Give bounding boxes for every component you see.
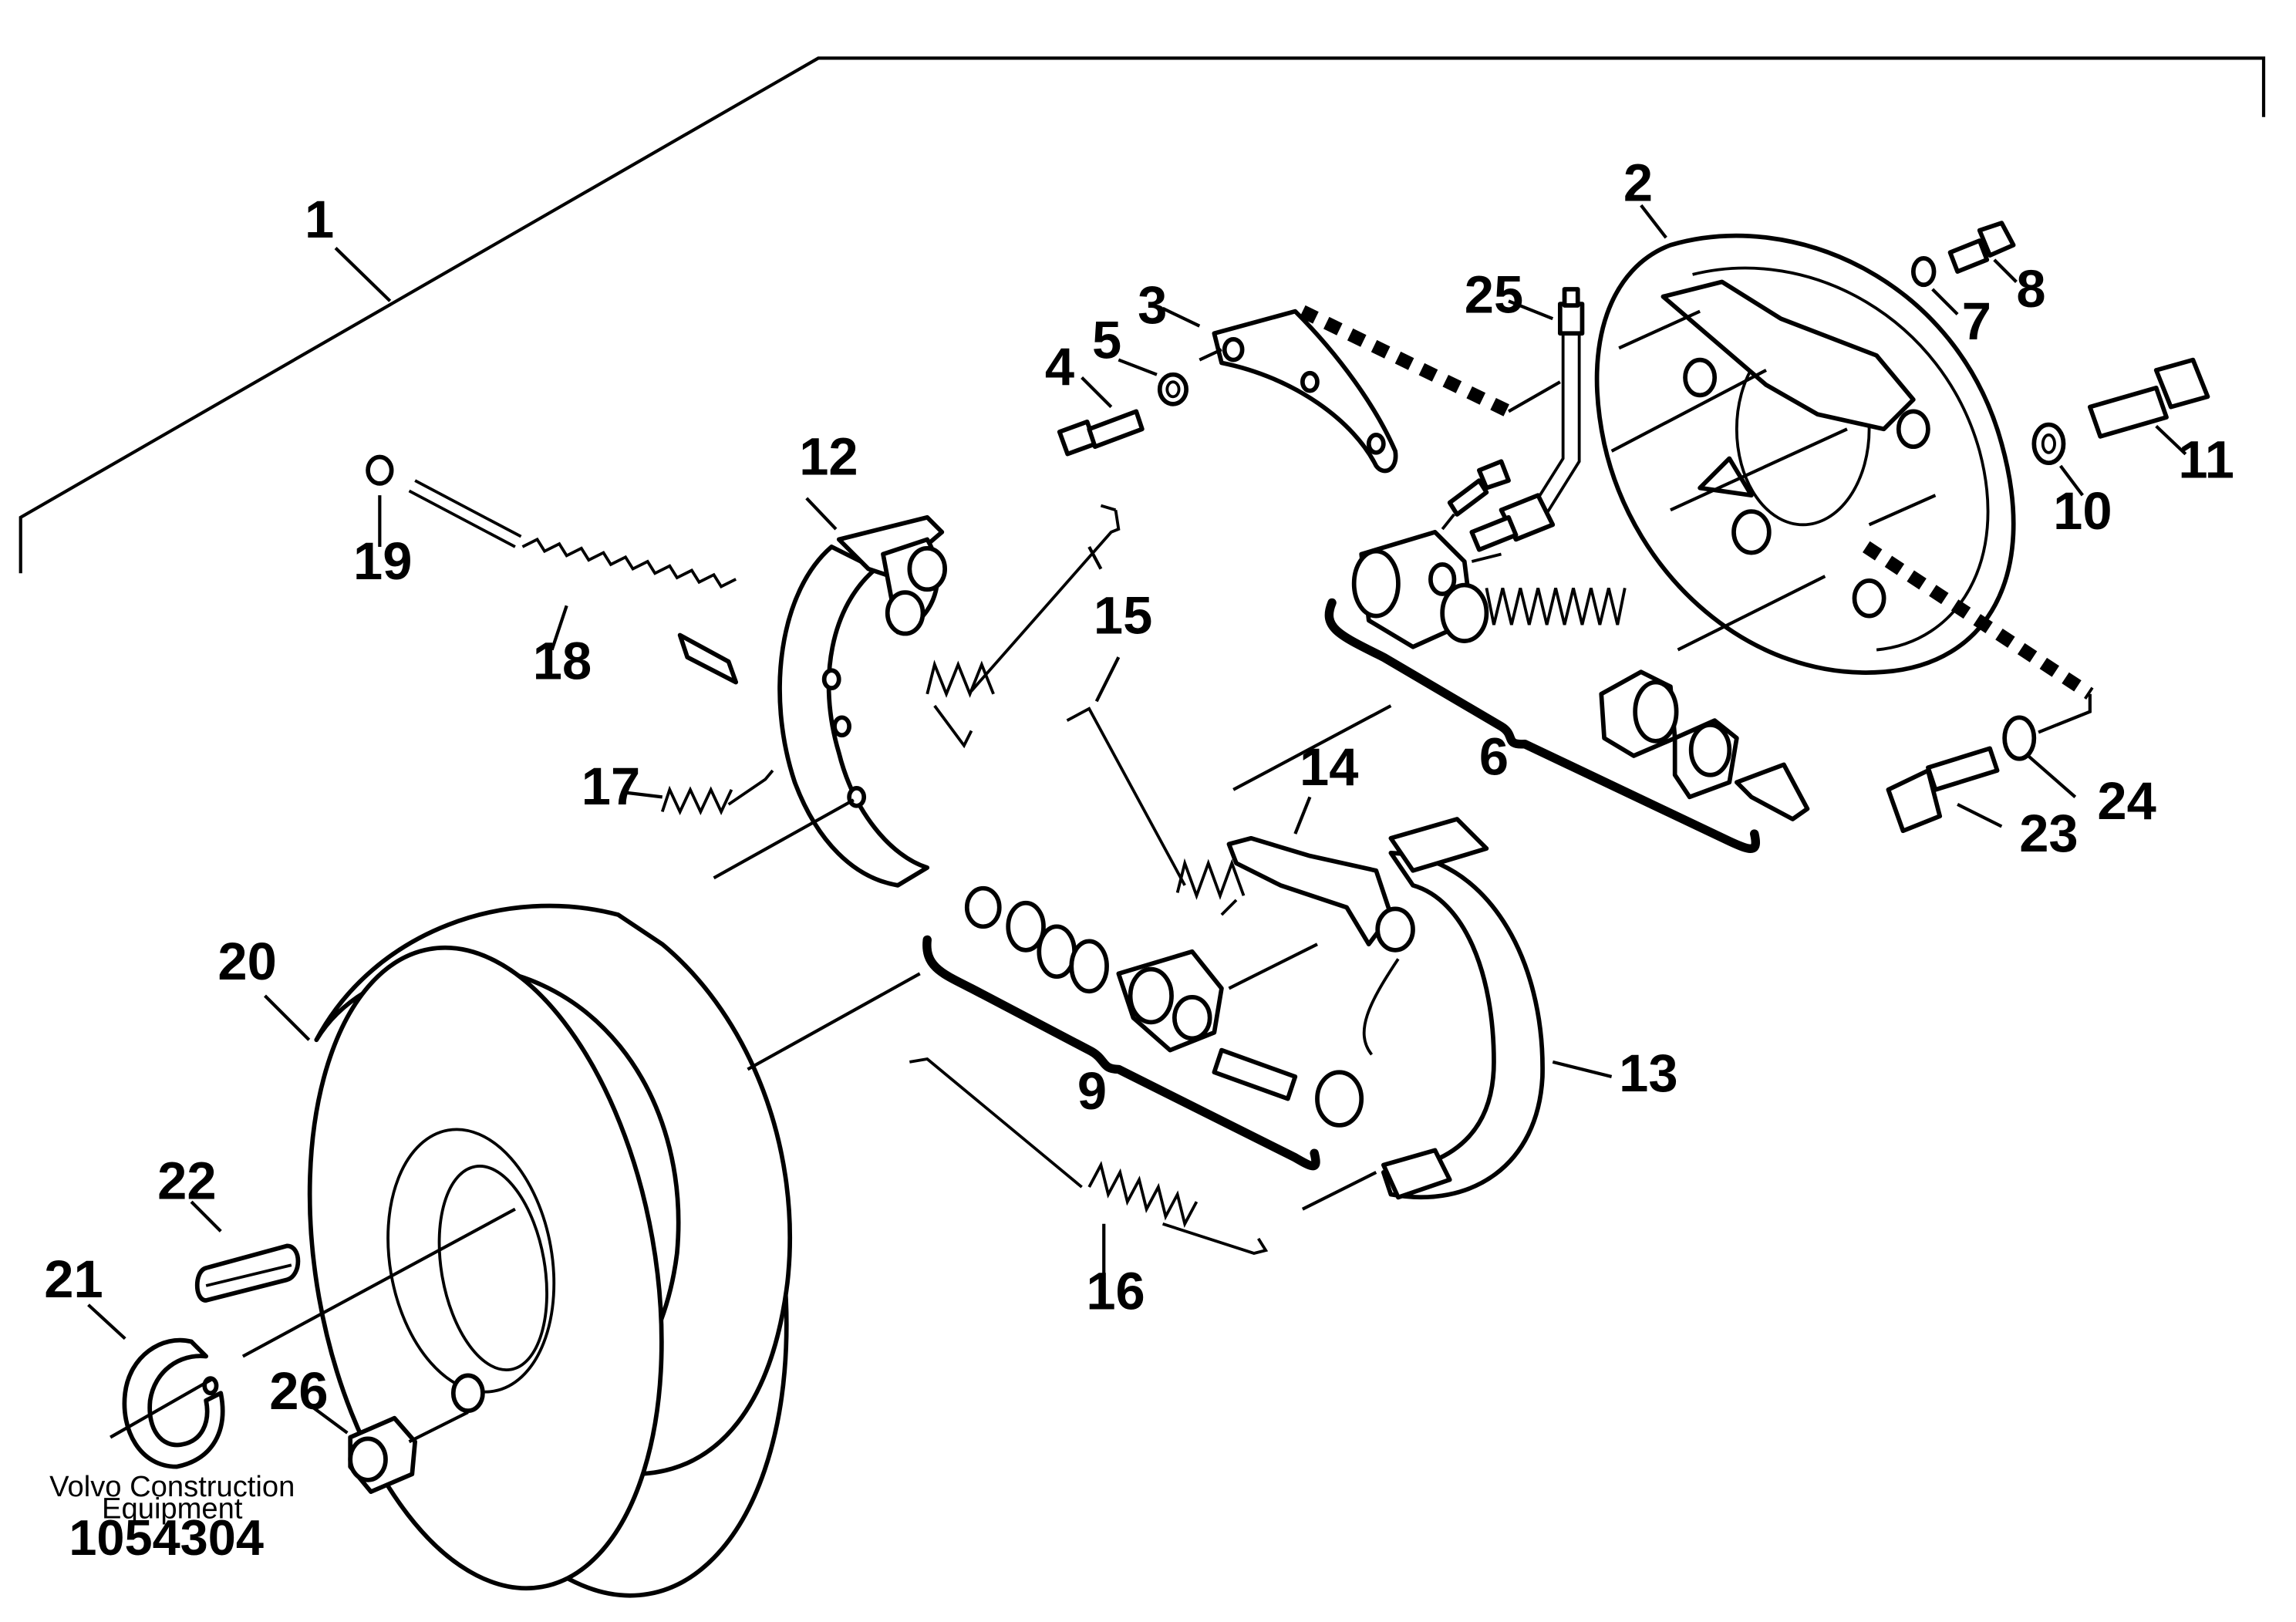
- label-23: 23: [2019, 804, 2078, 863]
- dashed-guide-lower: [1863, 541, 2094, 700]
- washer-24: [2002, 715, 2077, 798]
- bolt-8: [1947, 221, 2018, 283]
- label-21: 21: [44, 1249, 103, 1309]
- label-4: 4: [1045, 337, 1074, 396]
- washer-7: [1910, 256, 1959, 315]
- brake-shoe-12: [713, 497, 948, 888]
- piston-cups: [1599, 669, 1810, 821]
- adjuster-rod-18: [408, 479, 739, 685]
- dashed-guide-upper: [1300, 305, 1512, 418]
- label-22: 22: [157, 1151, 216, 1210]
- label-18: 18: [533, 632, 592, 691]
- key-22: [190, 1200, 301, 1303]
- label-19: 19: [353, 531, 412, 591]
- label-9: 9: [1077, 1061, 1107, 1121]
- assembly-bracket: [19, 56, 2266, 574]
- bolt-23: [1886, 746, 2003, 834]
- label-17: 17: [582, 757, 640, 816]
- caption: Volvo Construction Equipment 1054304: [49, 1470, 295, 1566]
- label-25: 25: [1465, 265, 1523, 325]
- bracket-plate: [1161, 306, 1398, 474]
- label-13: 13: [1619, 1044, 1677, 1103]
- label-12: 12: [799, 427, 858, 486]
- label-6: 6: [1479, 727, 1509, 787]
- part-labels: 1 2 3 4 5 6 7 8 9 10 11 12 13 14 15 16 1…: [44, 153, 2234, 1421]
- label-7: 7: [1962, 292, 1991, 351]
- bolt-4: [1057, 376, 1145, 457]
- bolt-11: [2087, 357, 2210, 456]
- label-20: 20: [217, 932, 276, 991]
- label-14: 14: [1300, 737, 1358, 797]
- label-24: 24: [2097, 771, 2156, 831]
- label-26: 26: [269, 1361, 328, 1421]
- wheel-cylinder: [1351, 530, 1502, 649]
- circlip-21: [87, 1303, 225, 1469]
- washer-5: [1118, 358, 1188, 406]
- caption-line-1: Volvo Construction: [49, 1470, 295, 1503]
- label-15: 15: [1094, 586, 1152, 646]
- label-16: 16: [1086, 1261, 1145, 1320]
- plug-26: [312, 1406, 469, 1494]
- nut-19: [366, 454, 394, 547]
- washer-10: [2031, 422, 2084, 497]
- caption-line-2: Equipment: [102, 1492, 243, 1525]
- spring-15-lower: [1066, 656, 1246, 916]
- backing-plate: [1594, 204, 2016, 675]
- label-3: 3: [1138, 275, 1167, 335]
- brace-6: [1324, 598, 1760, 853]
- adjuster-assembly: [964, 885, 1364, 1128]
- label-5: 5: [1092, 311, 1121, 370]
- label-11: 11: [2178, 430, 2234, 489]
- cylinder-spring: [1485, 587, 1627, 626]
- brace-9: [922, 935, 1320, 1171]
- caption-number: 1054304: [69, 1509, 264, 1566]
- spring-16: [909, 1057, 1269, 1276]
- lever-14: [1226, 704, 1415, 1056]
- brake-drum: [241, 903, 921, 1598]
- label-10: 10: [2053, 481, 2112, 541]
- label-2: 2: [1623, 153, 1653, 212]
- bleeder-valve: [1441, 459, 1511, 531]
- label-8: 8: [2016, 259, 2045, 319]
- spring-15-upper: [925, 504, 1121, 749]
- spring-17: [625, 769, 774, 815]
- brake-pipe: [1469, 287, 1585, 552]
- brake-shoe-13: [1301, 817, 1613, 1211]
- label-1: 1: [305, 190, 334, 249]
